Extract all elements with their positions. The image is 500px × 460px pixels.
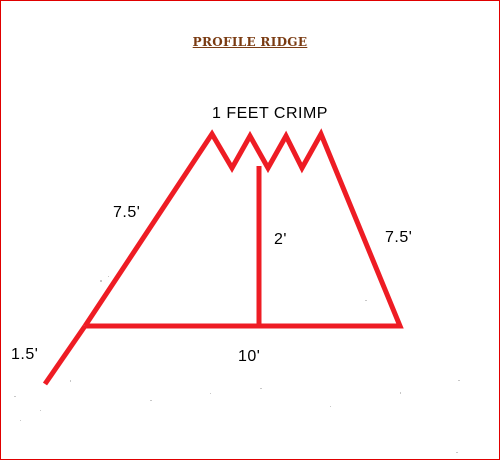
speck <box>100 280 102 282</box>
speck <box>40 410 41 411</box>
speck <box>70 380 71 382</box>
speck <box>150 400 152 401</box>
extension-label: 1.5' <box>11 346 38 363</box>
speck <box>260 388 262 389</box>
right-side-label: 7.5' <box>385 229 412 246</box>
ridge-shape <box>42 128 404 386</box>
speck <box>365 300 367 301</box>
speck <box>400 392 401 394</box>
ridge-extension-line <box>42 324 88 386</box>
speck <box>108 276 109 277</box>
height-label: 2' <box>274 231 287 248</box>
speck <box>14 396 16 397</box>
speck <box>456 452 458 453</box>
crimp-label: 1 FEET CRIMP <box>212 105 328 122</box>
base-label: 10' <box>238 348 260 365</box>
left-side-label: 7.5' <box>113 204 140 221</box>
speck <box>458 380 460 381</box>
speck <box>330 406 331 407</box>
speck <box>210 393 211 394</box>
background-specks <box>14 276 460 453</box>
ridge-outline <box>82 128 404 329</box>
diagram-title: PROFILE RIDGE <box>192 35 308 49</box>
speck <box>20 420 21 421</box>
